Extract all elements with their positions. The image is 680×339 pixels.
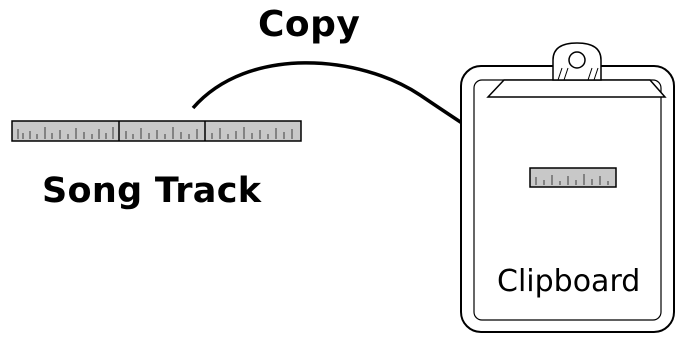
- clipboard-clip-hinge: [557, 67, 599, 81]
- copied-track-clip: [529, 167, 617, 188]
- copy-label: Copy: [258, 4, 361, 45]
- copied-clip-ticks: [535, 174, 609, 185]
- clipboard-clip-hole: [568, 51, 586, 69]
- song-track-strip: [11, 120, 302, 142]
- clipboard-icon: [460, 42, 675, 333]
- copied-clip-frame: [529, 167, 617, 188]
- clipboard-label: Clipboard: [497, 264, 641, 299]
- clipboard-clip-base: [486, 79, 667, 98]
- song-track-label: Song Track: [42, 171, 262, 211]
- track-waveform-ticks: [17, 127, 293, 139]
